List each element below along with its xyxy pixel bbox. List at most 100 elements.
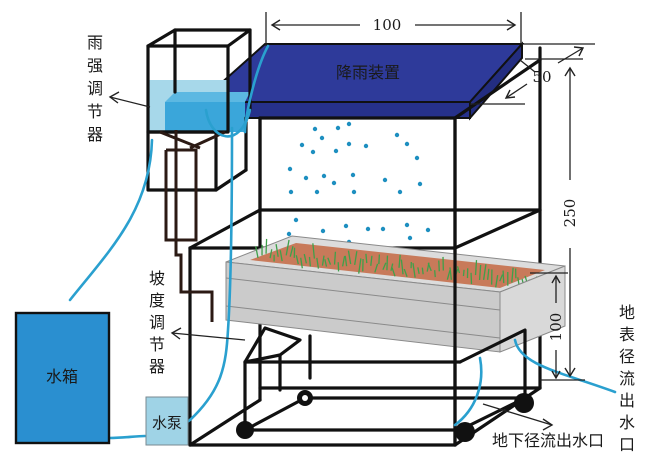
grass-blade <box>279 250 283 262</box>
arrow-icon <box>170 327 182 340</box>
grass-blade <box>386 255 389 271</box>
raindrop <box>286 231 292 237</box>
raindrop <box>314 189 320 195</box>
arrow-down-icon <box>564 367 576 378</box>
grass <box>255 238 538 291</box>
grass-blade <box>365 253 368 264</box>
label-char: 器 <box>149 357 165 376</box>
raindrop <box>363 143 369 149</box>
pipe-pump-to-regulator <box>168 126 234 427</box>
grass-blade <box>486 268 490 280</box>
arrow-up-icon <box>551 274 561 284</box>
raindrop <box>365 226 371 232</box>
grass-blade <box>403 268 408 277</box>
slope-regulator-label: 坡 度 调 节 器 <box>149 269 246 376</box>
dimension-depth: 50 <box>470 43 595 105</box>
water-pump: 水泵 <box>145 396 189 446</box>
grass-blade <box>316 257 320 269</box>
rainfall-device-label: 降雨装置 <box>336 63 400 82</box>
grass-blade <box>324 259 328 267</box>
subsurface-outlet-text: 地下径流出水口 <box>492 431 604 450</box>
leader-line <box>109 96 151 108</box>
pipe-surface-outlet <box>513 338 617 394</box>
label-char: 地 <box>619 303 635 322</box>
raindrop <box>417 181 423 187</box>
label-char: 强 <box>87 56 103 75</box>
water-tank: 水箱 <box>14 311 111 445</box>
regulator-water-top <box>165 92 250 102</box>
cart-left-axle <box>243 396 307 432</box>
grass-blade <box>354 251 358 265</box>
grass-blade <box>327 257 332 265</box>
label-char: 雨 <box>87 33 103 52</box>
grass-blade <box>421 267 424 275</box>
grass-blade <box>391 267 396 277</box>
slope-regulator-linkage <box>243 326 302 364</box>
grass-blade <box>462 269 465 277</box>
grass-blade <box>300 257 303 269</box>
grass-blade <box>303 253 307 264</box>
raindrop <box>312 126 318 132</box>
raindrop <box>333 148 339 154</box>
regulator-box-top <box>146 28 252 48</box>
arrow-left-icon <box>270 19 281 31</box>
raindrop <box>287 166 293 172</box>
grass-blade <box>382 262 387 270</box>
raindrop <box>335 125 341 131</box>
regulator-stand <box>146 130 218 192</box>
arrow-down-icon <box>551 370 561 380</box>
dimension-soil-box-value: 100 <box>547 313 565 342</box>
label-char: 度 <box>149 291 165 310</box>
label-char: 表 <box>619 325 635 344</box>
soil-box <box>225 235 566 353</box>
grass-blade <box>412 263 416 278</box>
grass-blade <box>474 260 478 276</box>
grass-blade <box>358 258 362 274</box>
frame-mid-right-beam <box>453 208 542 250</box>
grass-blade <box>265 238 268 254</box>
label-char: 坡 <box>149 269 165 288</box>
dimension-line <box>505 83 528 99</box>
raindrop <box>351 189 357 195</box>
grass-blade <box>341 255 346 267</box>
grass-blade <box>347 250 352 265</box>
raindrop <box>303 175 309 181</box>
grass-blade <box>312 243 316 259</box>
regulator-water-dark <box>165 102 245 132</box>
grass-blade <box>502 270 505 284</box>
label-char: 调 <box>87 79 103 98</box>
label-char: 器 <box>87 125 103 144</box>
label-char: 水 <box>619 413 635 432</box>
grass-blade <box>255 246 259 259</box>
dimension-soil-box-height: 100 <box>530 272 585 381</box>
grass-blade <box>456 266 461 274</box>
grass-blade <box>370 255 373 266</box>
cart-front-rail <box>243 360 462 432</box>
pipe-tank-to-pump <box>107 434 147 440</box>
raindrop <box>288 189 294 195</box>
raindrop <box>382 177 388 183</box>
dimension-line <box>557 47 584 64</box>
grass-blade <box>417 267 420 275</box>
label-char: 口 <box>619 435 635 454</box>
grass-blade <box>427 262 432 272</box>
label-char: 流 <box>619 369 635 388</box>
raindrop <box>346 141 352 147</box>
arrow-icon <box>108 91 120 104</box>
leader-line <box>171 332 246 341</box>
dimension-height: 250 <box>561 66 579 378</box>
grass-blade <box>449 267 453 280</box>
water-pump-body <box>145 396 189 446</box>
grass-blade <box>321 255 325 266</box>
wheel <box>236 421 254 439</box>
grass-blade <box>269 249 273 259</box>
raindrop <box>331 180 337 186</box>
slope-cart <box>236 326 534 442</box>
slope-screw-rod <box>174 130 214 322</box>
raindrop <box>380 226 386 232</box>
raindrop <box>350 172 356 178</box>
raindrop <box>404 141 410 147</box>
arrow-right-icon <box>506 19 517 31</box>
grass-blade <box>438 260 440 272</box>
